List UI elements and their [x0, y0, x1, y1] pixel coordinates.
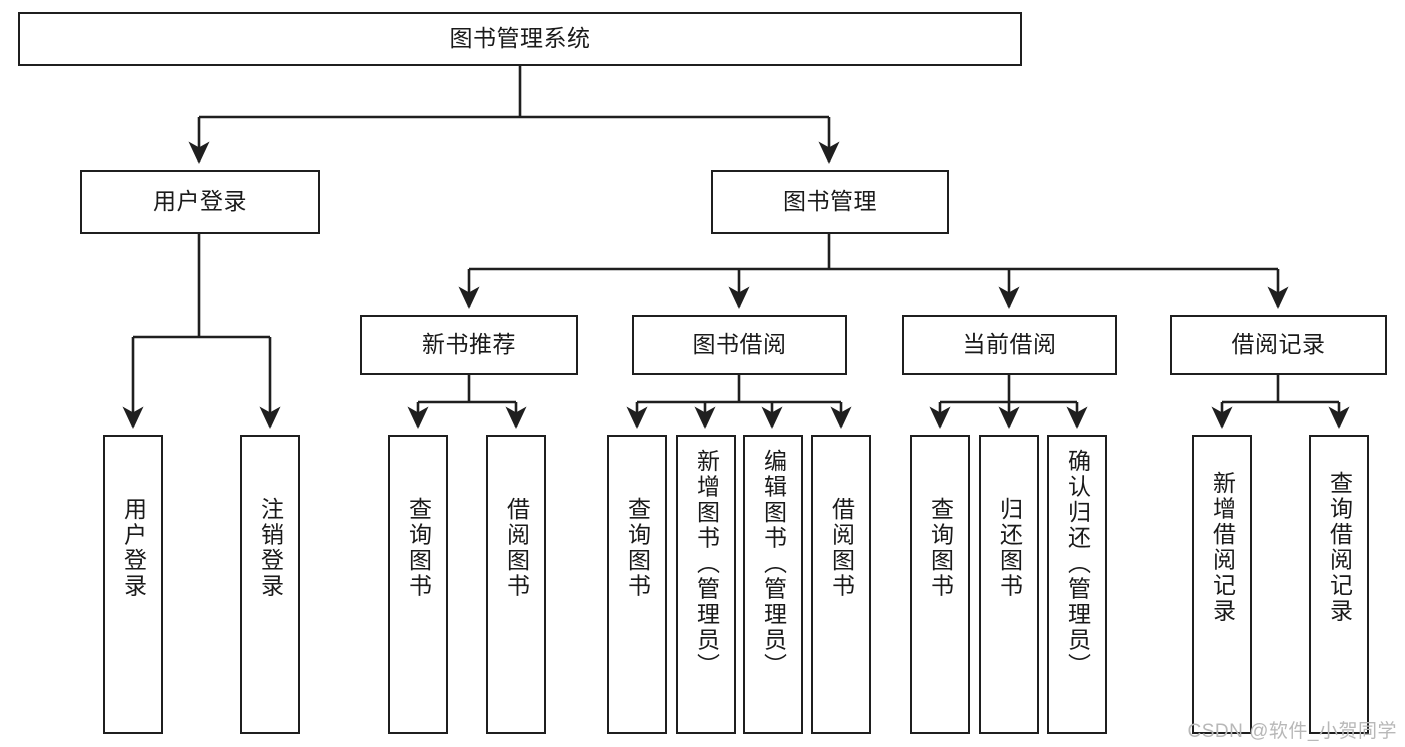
node-borrow-record[interactable]: 借阅记录: [1170, 315, 1387, 375]
node-leaf-confirm-return-admin[interactable]: 确认归还（管理员）: [1047, 435, 1107, 734]
node-label: 查询图书: [624, 497, 651, 599]
node-leaf-query-book-borrow[interactable]: 查询图书: [607, 435, 667, 734]
node-label: 借阅图书: [503, 497, 530, 599]
node-leaf-add-book-admin[interactable]: 新增图书（管理员）: [676, 435, 736, 734]
node-label: 新书推荐: [422, 331, 516, 358]
node-label: 查询图书: [927, 497, 954, 599]
node-label: 当前借阅: [962, 331, 1057, 358]
node-label: 图书管理: [783, 188, 877, 215]
node-user-login[interactable]: 用户登录: [80, 170, 320, 234]
node-leaf-borrow-book-recommend[interactable]: 借阅图书: [486, 435, 546, 734]
csdn-watermark: CSDN @软件_小贺同学: [1187, 721, 1397, 742]
node-leaf-user-login[interactable]: 用户登录: [103, 435, 163, 734]
node-leaf-add-borrow-record[interactable]: 新增借阅记录: [1192, 435, 1252, 734]
node-new-book-recommend[interactable]: 新书推荐: [360, 315, 578, 375]
node-label: 归还图书: [996, 497, 1023, 599]
node-label: 图书管理系统: [449, 25, 591, 52]
node-leaf-edit-book-admin[interactable]: 编辑图书（管理员）: [743, 435, 803, 734]
node-leaf-logout[interactable]: 注销登录: [240, 435, 300, 734]
node-book-management[interactable]: 图书管理: [711, 170, 949, 234]
node-book-borrow[interactable]: 图书借阅: [632, 315, 847, 375]
node-label: 新增图书（管理员）: [693, 449, 720, 679]
node-root-book-management-system[interactable]: 图书管理系统: [18, 12, 1022, 66]
node-label: 图书借阅: [692, 331, 787, 358]
node-label: 用户登录: [120, 497, 147, 599]
node-label: 编辑图书（管理员）: [760, 449, 787, 679]
node-label: 查询借阅记录: [1326, 471, 1353, 624]
node-current-borrow[interactable]: 当前借阅: [902, 315, 1117, 375]
node-label: 借阅记录: [1231, 331, 1326, 358]
node-leaf-borrow-book-borrow[interactable]: 借阅图书: [811, 435, 871, 734]
node-leaf-query-book-recommend[interactable]: 查询图书: [388, 435, 448, 734]
node-label: 用户登录: [153, 188, 247, 215]
node-label: 新增借阅记录: [1209, 471, 1236, 624]
node-label: 借阅图书: [828, 497, 855, 599]
node-leaf-query-book-current[interactable]: 查询图书: [910, 435, 970, 734]
node-label: 确认归还（管理员）: [1064, 449, 1091, 679]
node-label: 查询图书: [405, 497, 432, 599]
node-label: 注销登录: [257, 497, 284, 599]
node-leaf-return-book[interactable]: 归还图书: [979, 435, 1039, 734]
node-leaf-query-borrow-record[interactable]: 查询借阅记录: [1309, 435, 1369, 734]
